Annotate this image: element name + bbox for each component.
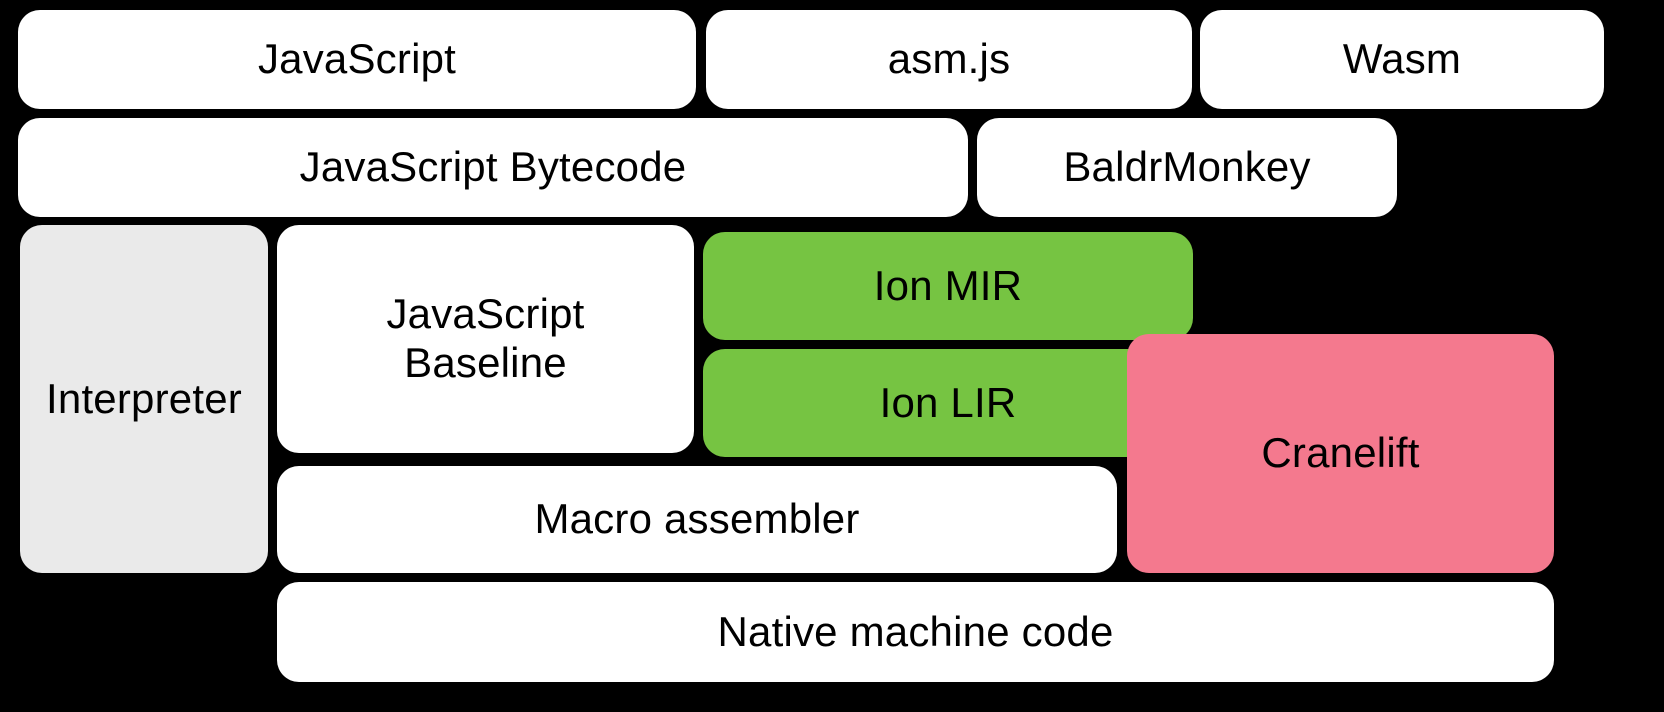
- node-cranelift[interactable]: Cranelift: [1127, 334, 1554, 573]
- node-baldrmonkey[interactable]: BaldrMonkey: [977, 118, 1397, 217]
- node-label-ion-lir: Ion LIR: [879, 378, 1017, 426]
- node-label-baldrmonkey: BaldrMonkey: [1063, 143, 1311, 191]
- node-native-machine-code[interactable]: Native machine code: [277, 582, 1554, 682]
- node-asm-js[interactable]: asm.js: [706, 10, 1192, 109]
- node-label-cranelift: Cranelift: [1261, 429, 1420, 477]
- node-wasm[interactable]: Wasm: [1200, 10, 1604, 109]
- node-label-ion-mir: Ion MIR: [873, 261, 1023, 309]
- node-javascript[interactable]: JavaScript: [18, 10, 696, 109]
- node-label-wasm: Wasm: [1342, 35, 1462, 83]
- node-ion-lir[interactable]: Ion LIR: [703, 349, 1193, 457]
- node-label-javascript: JavaScript: [257, 35, 457, 83]
- node-label-macro-assembler: Macro assembler: [534, 495, 860, 543]
- node-ion-mir[interactable]: Ion MIR: [703, 232, 1193, 340]
- node-label-javascript-bytecode: JavaScript Bytecode: [299, 143, 687, 191]
- node-javascript-bytecode[interactable]: JavaScript Bytecode: [18, 118, 968, 217]
- node-label-javascript-baseline: JavaScript Baseline: [386, 290, 585, 386]
- node-interpreter[interactable]: Interpreter: [20, 225, 268, 573]
- node-label-asm-js: asm.js: [887, 35, 1011, 83]
- node-label-interpreter: Interpreter: [46, 374, 242, 422]
- node-macro-assembler[interactable]: Macro assembler: [277, 466, 1117, 573]
- node-javascript-baseline[interactable]: JavaScript Baseline: [277, 225, 694, 453]
- node-label-native-machine-code: Native machine code: [717, 607, 1114, 655]
